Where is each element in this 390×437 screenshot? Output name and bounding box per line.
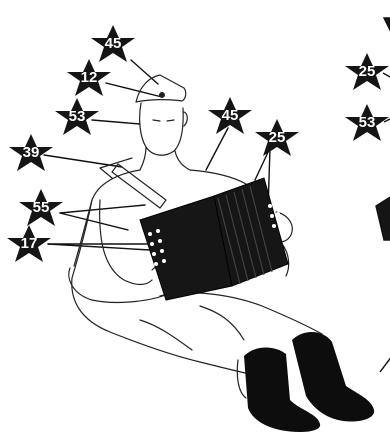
callout-number: 39 [8,133,54,173]
callout-star: 25 [254,118,300,158]
callout-number: 12 [66,58,112,98]
accordion [140,178,288,300]
callout-number: 53 [344,103,390,143]
callout-number: 25 [254,118,300,158]
callout-star: 45 [207,96,253,136]
callout-star: 25 [344,52,390,92]
callout-star: 12 [66,58,112,98]
callout-star: 53 [344,103,390,143]
callout-number: 53 [54,97,100,137]
callout-star: 39 [8,133,54,173]
callout-number: 45 [207,96,253,136]
callout-number: 17 [6,224,52,264]
callout-number: 55 [18,188,64,228]
boots [244,332,374,432]
callout-star: 53 [54,97,100,137]
callout-number: 25 [344,52,390,92]
callout-star: 17 [6,224,52,264]
callout-star: 55 [18,188,64,228]
